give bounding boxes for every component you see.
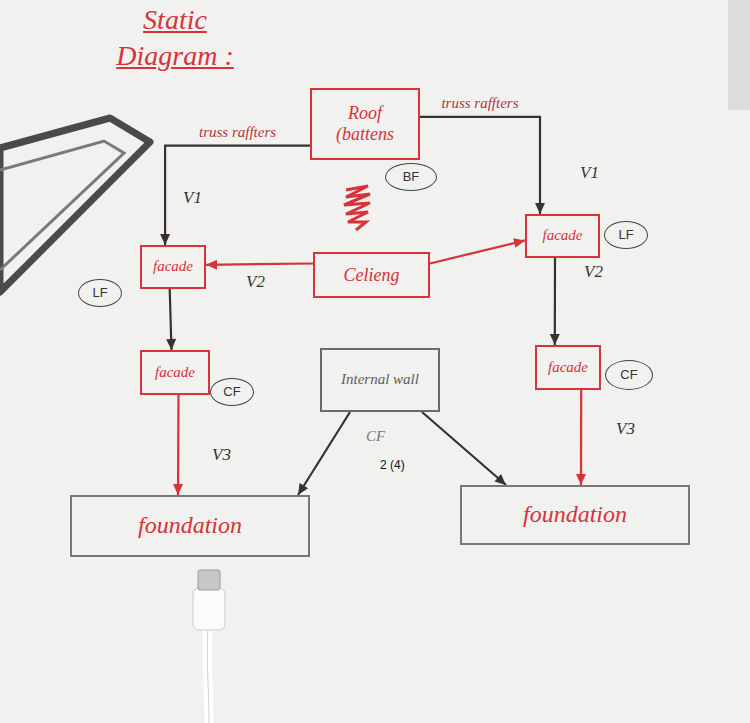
edge-label: truss raffters: [188, 123, 288, 141]
node-text: CF: [223, 385, 240, 400]
ceiling-box: Celieng: [313, 252, 430, 298]
tag-circle: LF: [78, 279, 122, 307]
diagram-title: Static Diagram :: [95, 2, 255, 74]
roof-box: Roof (battens: [310, 88, 420, 160]
node-text: Internal wall: [341, 371, 419, 388]
node-text: Roof (battens: [318, 103, 412, 144]
scribble: [344, 186, 370, 230]
annotation: 2 (4): [380, 458, 405, 472]
annotation: V1: [183, 188, 202, 208]
cable-wire: [207, 628, 209, 723]
node-text: facade: [155, 364, 195, 381]
tag-circle: CF: [210, 378, 254, 406]
node-text: facade: [153, 258, 193, 275]
facade-box: facade: [140, 350, 210, 395]
arrow-head: [535, 203, 545, 214]
arrow-head: [576, 474, 586, 485]
node-text: LF: [618, 228, 633, 243]
arrow-head: [206, 260, 217, 270]
connector: [580, 390, 582, 485]
node-text: LF: [92, 286, 107, 301]
connector: [298, 412, 350, 495]
foundation-box: foundation: [460, 485, 690, 545]
facade-box: facade: [525, 214, 600, 258]
cable-edge: [207, 628, 209, 723]
edge-label: truss raffters: [430, 94, 530, 112]
connector: [554, 258, 556, 345]
arrow-head: [550, 334, 560, 345]
facade-box: facade: [140, 245, 206, 289]
node-text: CF: [620, 368, 637, 383]
paper-edge: [728, 0, 750, 110]
cable-plug-tip: [198, 570, 220, 590]
arrow-head: [298, 483, 308, 495]
node-text: Celieng: [344, 265, 400, 286]
foundation-box: foundation: [70, 495, 310, 557]
connector: [430, 240, 525, 263]
connector: [422, 412, 506, 485]
node-text: foundation: [138, 512, 242, 540]
arrow-head: [494, 474, 506, 485]
node-text: facade: [543, 227, 583, 244]
arrow-head: [173, 484, 183, 495]
connector: [206, 264, 313, 265]
wall-box: Internal wall: [320, 348, 440, 412]
frame-outer: [0, 118, 150, 292]
annotation: V3: [616, 419, 635, 439]
connector: [165, 146, 310, 245]
annotation: V1: [580, 163, 599, 183]
tag-circle: CF: [605, 360, 653, 390]
node-text: facade: [548, 359, 588, 376]
node-text: BF: [403, 170, 420, 185]
connector: [420, 117, 540, 214]
arrow-head: [160, 234, 170, 245]
arrow-head: [166, 339, 176, 350]
arrow-head: [513, 238, 525, 248]
annotation: CF: [366, 428, 385, 445]
cable-plug-body: [193, 588, 225, 630]
facade-box: facade: [535, 345, 601, 390]
frame-inner: [0, 141, 124, 270]
connector: [177, 395, 180, 495]
annotation: V2: [246, 272, 265, 292]
tag-circle: BF: [385, 163, 437, 191]
annotation: V3: [212, 445, 231, 465]
annotation: V2: [584, 262, 603, 282]
tag-circle: LF: [604, 221, 648, 249]
node-text: foundation: [523, 501, 627, 529]
